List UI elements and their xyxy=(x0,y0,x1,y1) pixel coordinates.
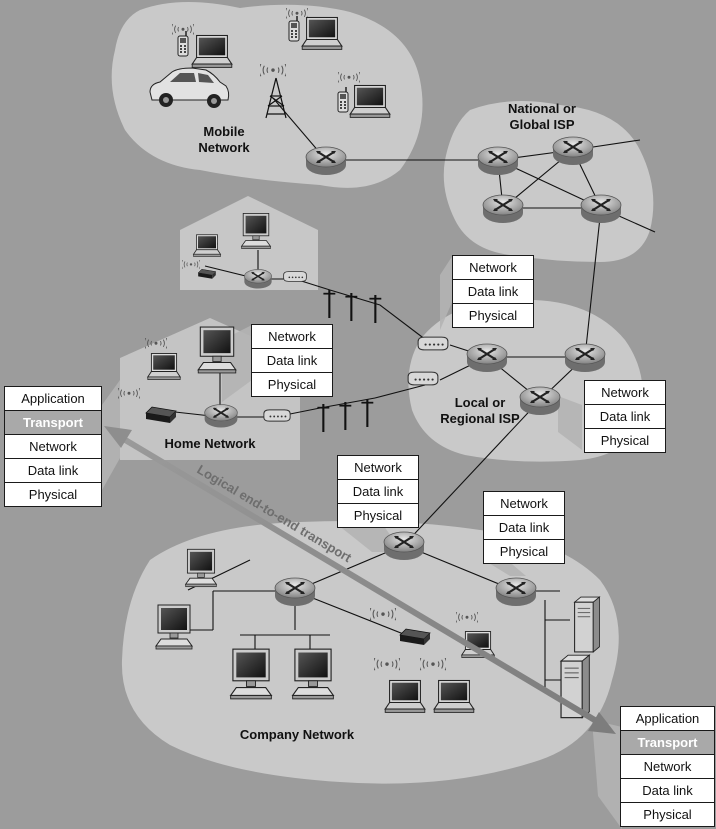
layer-physical: Physical xyxy=(252,372,332,396)
layer-application: Application xyxy=(635,711,700,726)
layer-physical: Physical xyxy=(453,303,533,327)
company-network-label: Company Network xyxy=(239,727,355,742)
desktop-icon xyxy=(197,326,237,374)
home-network-label: Home Network xyxy=(164,436,256,451)
router-icon xyxy=(476,145,520,177)
network-regions xyxy=(111,1,654,784)
layer-transport: Transport xyxy=(5,410,101,434)
utility-pole-icon xyxy=(323,290,336,318)
router-icon xyxy=(203,403,239,429)
router-icon xyxy=(304,145,348,177)
protocol-stack-global-edge-router: Network Data link Physical xyxy=(452,255,534,328)
modem-icon xyxy=(283,271,307,282)
desktop-icon xyxy=(155,604,193,650)
laptop-icon xyxy=(301,16,343,50)
layer-network: Network xyxy=(500,496,548,511)
desktop-icon xyxy=(185,548,217,588)
layer-data-link: Data link xyxy=(5,458,101,482)
protocol-stack-home-edge-router: Network Data link Physical xyxy=(251,324,333,397)
car-icon xyxy=(149,67,230,108)
utility-pole-icon xyxy=(369,295,382,323)
layer-network: Network xyxy=(268,329,316,344)
modem-icon xyxy=(263,409,291,422)
router-icon xyxy=(465,342,509,374)
server-icon xyxy=(574,596,600,653)
layer-transport: Transport xyxy=(621,730,714,754)
desktop-icon xyxy=(292,648,334,700)
protocol-stack-company-right-router: Network Data link Physical xyxy=(483,491,565,564)
layer-physical: Physical xyxy=(585,428,665,452)
router-icon xyxy=(243,268,273,290)
layer-data-link: Data link xyxy=(453,279,533,303)
layer-network: Network xyxy=(5,434,101,458)
layer-physical: Physical xyxy=(5,482,101,506)
layer-network: Network xyxy=(601,385,649,400)
utility-pole-icon xyxy=(345,293,358,321)
router-icon xyxy=(551,135,595,167)
layer-network: Network xyxy=(621,754,714,778)
protocol-stack-regional-right-router: Network Data link Physical xyxy=(584,380,666,453)
laptop-icon xyxy=(433,679,475,713)
modem-icon xyxy=(417,336,449,351)
layer-data-link: Data link xyxy=(484,515,564,539)
laptop-icon xyxy=(349,84,391,118)
protocol-stack-company-edge-router: Network Data link Physical xyxy=(337,455,419,528)
laptop-icon xyxy=(193,234,221,257)
layer-network: Network xyxy=(354,460,402,475)
modem-icon xyxy=(407,371,439,386)
desktop-icon xyxy=(230,648,272,700)
utility-pole-icon xyxy=(339,402,352,430)
desktop-icon xyxy=(241,212,271,250)
shadow-regional-right xyxy=(558,396,582,450)
laptop-icon xyxy=(147,353,181,381)
utility-pole-icon xyxy=(317,404,330,432)
laptop-icon xyxy=(191,34,233,68)
router-icon xyxy=(481,193,525,225)
layer-data-link: Data link xyxy=(338,479,418,503)
utility-pole-icon xyxy=(361,399,374,427)
router-icon xyxy=(563,342,607,374)
layer-application: Application xyxy=(21,391,85,406)
cell-tower-icon xyxy=(265,77,287,119)
shadow-right-host xyxy=(592,720,622,829)
protocol-stack-right-host: Application Transport Network Data link … xyxy=(620,706,715,827)
layer-data-link: Data link xyxy=(585,404,665,428)
protocol-stack-left-host: Application Transport Network Data link … xyxy=(4,386,102,507)
laptop-icon xyxy=(384,679,426,713)
router-icon xyxy=(273,576,317,608)
shadow-global-edge xyxy=(440,255,453,330)
router-icon xyxy=(382,530,426,562)
layer-data-link: Data link xyxy=(252,348,332,372)
layer-physical: Physical xyxy=(621,802,714,826)
router-icon xyxy=(494,576,538,608)
mobile-network-cloud xyxy=(111,1,423,188)
layer-network: Network xyxy=(469,260,517,275)
layer-physical: Physical xyxy=(484,539,564,563)
company-network-cloud xyxy=(121,521,619,784)
layer-physical: Physical xyxy=(338,503,418,527)
router-icon xyxy=(579,193,623,225)
layer-data-link: Data link xyxy=(621,778,714,802)
